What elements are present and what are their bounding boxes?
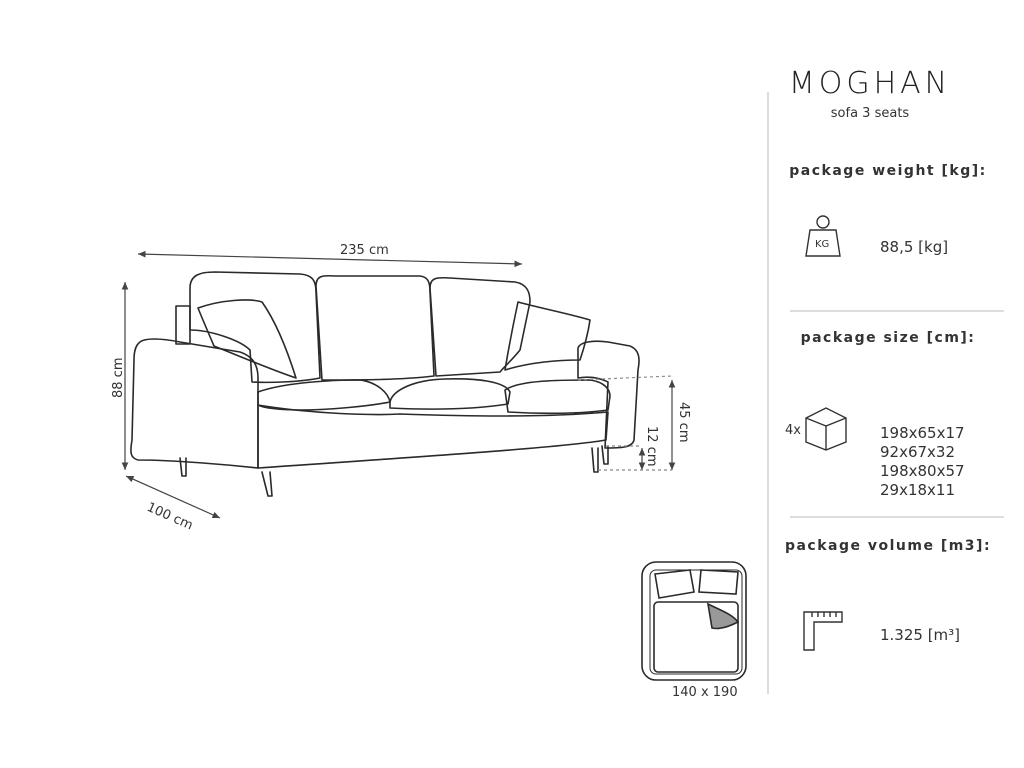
- seat-cushion-left: [257, 379, 391, 411]
- left-arm-back: [175, 305, 191, 345]
- leg-front-left: [261, 471, 273, 497]
- weight-icon-label: KG: [815, 239, 829, 250]
- depth-label: 100 cm: [144, 500, 195, 534]
- seat-height-label: 45 cm: [676, 402, 691, 443]
- leg-back-left: [179, 457, 187, 477]
- pillow-left: [197, 299, 297, 379]
- leg-back-right: [601, 445, 609, 465]
- package-weight-value: 88,5 [kg]: [880, 238, 949, 256]
- depth-dim-line: [125, 475, 221, 519]
- right-armrest: [577, 340, 640, 449]
- back-cushion-left: [189, 271, 321, 384]
- package-volume-value: 1.325 [m³]: [880, 626, 961, 644]
- width-dim-line: [137, 250, 523, 268]
- package-size-item: 198x80x57: [880, 462, 965, 480]
- seat-cushion-right: [504, 379, 611, 415]
- sofa-bed-icon: [641, 561, 747, 681]
- package-weight-heading: package weight [kg]:: [789, 163, 987, 179]
- back-cushion-middle: [315, 274, 435, 381]
- bed-size-label: 140 x 190: [672, 685, 738, 700]
- product-title: MOGHAN: [788, 66, 952, 101]
- left-armrest: [130, 338, 259, 469]
- back-cushion-right: [429, 276, 531, 377]
- pillow-right: [504, 301, 591, 371]
- package-size-item: 92x67x32: [880, 443, 956, 461]
- package-volume-heading: package volume [m3]:: [784, 538, 992, 554]
- product-subtitle: sofa 3 seats: [830, 106, 910, 121]
- package-size-item: 198x65x17: [880, 424, 965, 442]
- height-label: 88 cm: [111, 358, 126, 399]
- dimension-lines: [121, 250, 676, 519]
- package-multiplier: 4x: [785, 423, 801, 438]
- package-size-heading: package size [cm]:: [800, 330, 976, 346]
- width-label: 235 cm: [340, 243, 389, 258]
- package-size-list: 198x65x17 92x67x32 198x80x57 29x18x11: [880, 424, 965, 500]
- leg-front-right: [591, 447, 599, 473]
- box-icon: [805, 407, 847, 451]
- seat-cushion-middle: [389, 378, 511, 410]
- sofa-base-front: [257, 404, 609, 469]
- weight-kg-icon: [805, 215, 841, 257]
- sofa-outline: [130, 271, 640, 497]
- package-size-item: 29x18x11: [880, 481, 956, 499]
- leg-height-label: 12 cm: [644, 426, 659, 467]
- ruler-corner-icon: [803, 611, 843, 651]
